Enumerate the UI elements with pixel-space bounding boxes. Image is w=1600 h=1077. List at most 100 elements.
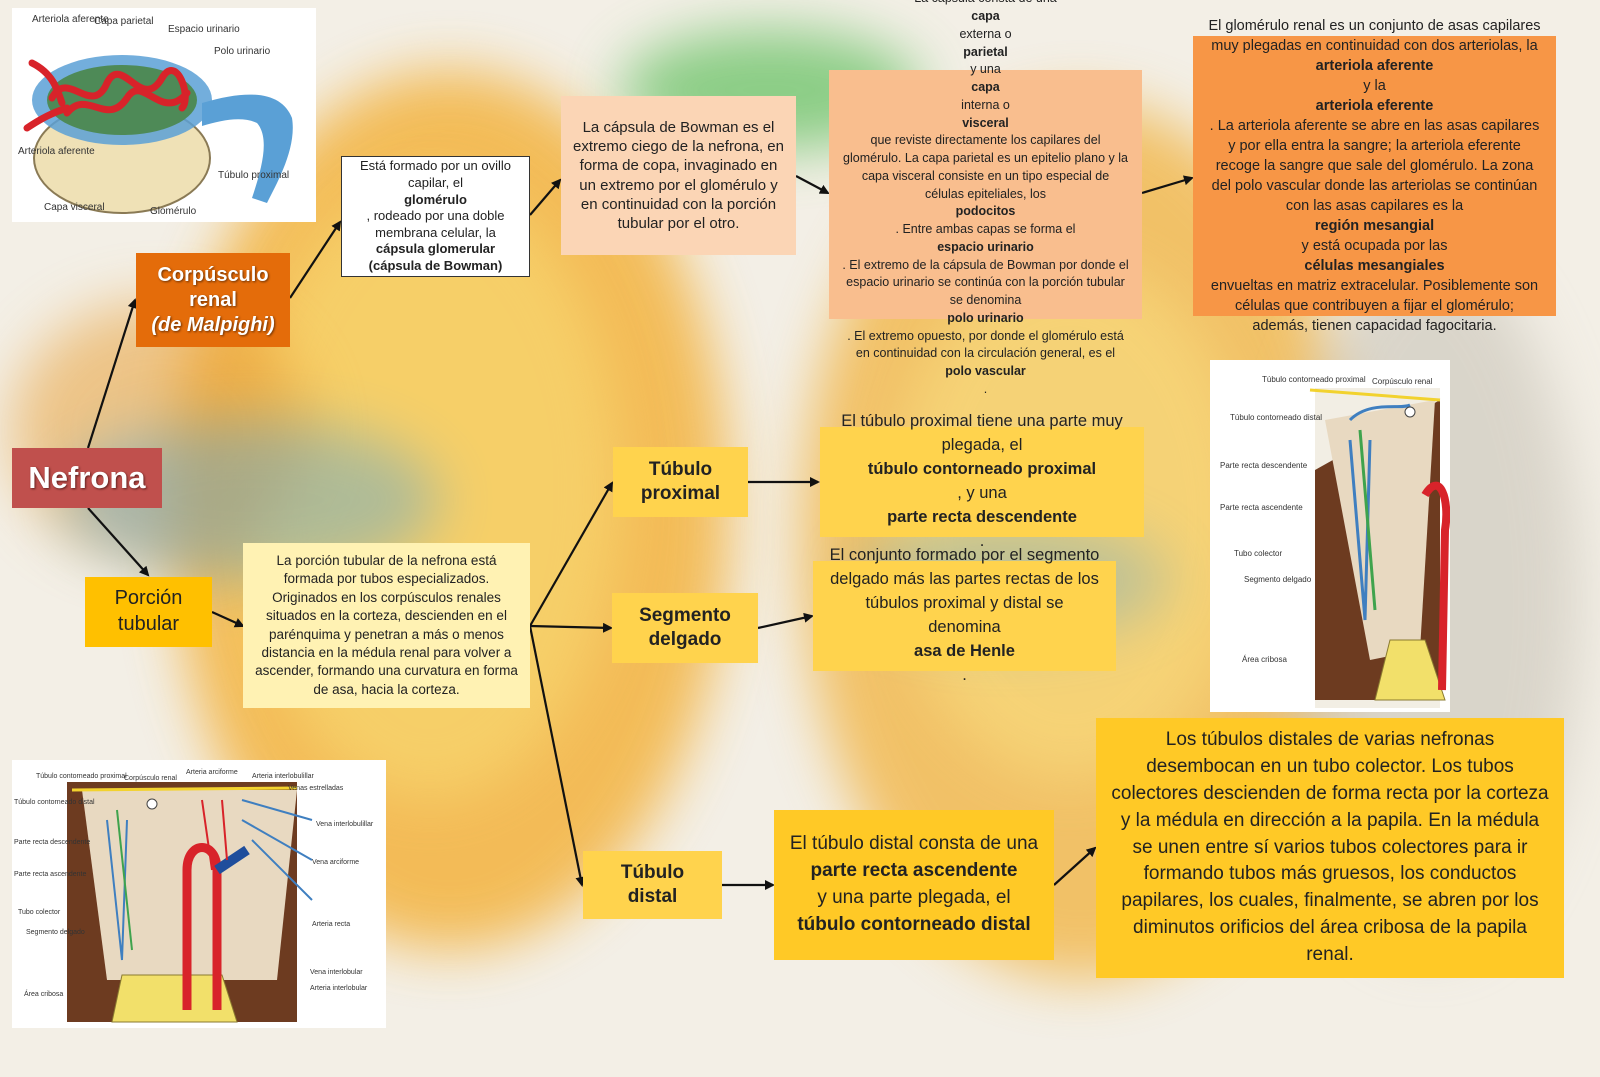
fig1-label-arteriola-aferente-top: Arteriola aferente (32, 14, 109, 25)
proximal-desc-p1: El túbulo proximal tiene una parte muy p… (841, 412, 1123, 455)
porcion-line2: tubular (117, 613, 180, 635)
tubulo-proximal-node: Túbulo proximal (613, 447, 748, 517)
segmento-delgado-node: Segmento delgado (612, 593, 758, 663)
glomerulo-p2: y la (1363, 78, 1386, 94)
distal-desc-box: El túbulo distal consta de una parte rec… (774, 810, 1054, 960)
fig3-label-art-arc: Arteria arciforme (186, 769, 238, 776)
formado-text-box: Está formado por un ovillo capilar, el g… (341, 156, 530, 277)
proximal-desc-box: El túbulo proximal tiene una parte muy p… (820, 412, 1144, 550)
glomerulo-text-box: El glomérulo renal es un conjunto de asa… (1193, 18, 1556, 334)
fig3-label-ven-interlob: Vena interlobular (310, 969, 363, 976)
capas-p7: . El extremo de la cápsula de Bowman por… (842, 257, 1129, 308)
glomerulo-p4: y está ocupada por las (1301, 238, 1448, 254)
capas-text-box: La cápsula consta de una capa externa o … (829, 0, 1142, 396)
fig3-label-art-int: Arteria interlobulillar (252, 773, 315, 780)
fig2-label-prd: Parte recta descendente (1220, 461, 1308, 470)
nefrona-label: Nefrona (28, 460, 146, 496)
porcion-desc-box: La porción tubular de la nefrona está fo… (243, 543, 530, 708)
capas-p4: interna o (961, 97, 1010, 112)
corpusculo-figure: Arteriola aferente Capa parietal Espacio… (12, 8, 316, 222)
capas-p9: . (983, 381, 988, 396)
porcion-desc-text: La porción tubular de la nefrona está fo… (255, 553, 518, 697)
capas-b1: capa (971, 9, 1000, 24)
porcion-tubular-node: Porción tubular (85, 577, 212, 647)
tubulo-distal-line2: distal (627, 886, 678, 907)
corpusculo-line3: (de Malpighi) (151, 313, 275, 336)
corpusculo-line2: renal (189, 288, 237, 311)
fig3-label-sd: Segmento delgado (26, 929, 85, 936)
arrow-distal-colector (1053, 846, 1097, 886)
capas-b7: polo urinario (947, 310, 1024, 325)
arrow-bowman-capas (795, 175, 830, 194)
fig3-label-ven-est: Venas estrelladas (288, 785, 344, 792)
tubulo-distal-node: Túbulo distal (583, 851, 722, 919)
proximal-desc-p3: . (979, 531, 985, 550)
colector-desc-box: Los túbulos distales de varias nefronas … (1096, 718, 1564, 978)
capas-p2: externa o (959, 26, 1012, 41)
fig2-label-sd: Segmento delgado (1244, 575, 1312, 584)
porcion-line1: Porción (114, 587, 183, 610)
tubulo-proximal-line1: Túbulo (648, 458, 713, 480)
glomerulo-p1: El glomérulo renal es un conjunto de asa… (1208, 18, 1541, 54)
fig3-label-tcd: Túbulo contorneado distal (14, 799, 95, 806)
glomerulo-b3: región mesangial (1314, 218, 1435, 234)
distal-desc-p2: y una parte plegada, el (817, 887, 1011, 908)
fig2-label-corp: Corpúsculo renal (1372, 377, 1433, 386)
formado-b1: glomérulo (404, 191, 467, 207)
fig1-label-capa-parietal: Capa parietal (94, 16, 153, 27)
capas-b5: podocitos (955, 204, 1016, 219)
formado-b2: cápsula glomerular (cápsula de Bowman) (368, 241, 503, 274)
capas-p5: que reviste directamente los capilares d… (843, 133, 1128, 201)
arrow-corpusculo-formado (289, 220, 342, 299)
fig3-label-pra: Parte recta ascendente (14, 871, 86, 878)
segmento-delgado-line2: delgado (648, 629, 722, 650)
fig2-label-tcp: Túbulo contorneado proximal (1262, 375, 1366, 384)
arrow-capas-glomerulo (1141, 175, 1194, 195)
arrow-nefrona-corpusculo (86, 298, 138, 449)
fig1-label-espacio-urinario: Espacio urinario (168, 24, 240, 35)
proximal-desc-b2: parte recta descendente (887, 507, 1077, 526)
glomerulo-p5: envueltas en matriz extracelular. Posibl… (1210, 278, 1539, 334)
fig3-label-ven-arc: Vena arciforme (312, 859, 359, 866)
fig3-label-ven-int: Vena interlobulillar (316, 821, 374, 828)
nefrona-node: Nefrona (12, 448, 162, 508)
fig3-label-tc: Tubo colector (18, 909, 61, 916)
colector-text: Los túbulos distales de varias nefronas … (1111, 728, 1549, 966)
corpusculo-line1: Corpúsculo (157, 263, 269, 286)
fig2-label-tcd: Túbulo contorneado distal (1230, 413, 1322, 422)
capas-b2: parietal (963, 44, 1008, 59)
tubulo-distal-line1: Túbulo (620, 861, 685, 883)
fig1-label-arteriola-aferente-left: Arteriola aferente (18, 146, 95, 157)
nefrona-right-figure: Túbulo contorneado proximal Corpúsculo r… (1210, 360, 1450, 712)
formado-p1: Está formado por un ovillo capilar, el (359, 158, 512, 190)
arrow-delgado-henle (757, 612, 814, 630)
fig3-label-art-interlob: Arteria interlobular (310, 985, 368, 992)
corpusculo-renal-node: Corpúsculo renal (de Malpighi) (136, 253, 290, 347)
arrow-nefrona-porcion (87, 507, 150, 577)
bowman-text: La cápsula de Bowman es el extremo ciego… (573, 118, 784, 232)
capas-p1: La cápsula consta de una (841, 0, 1130, 8)
fig2-label-ac: Área cribosa (1242, 655, 1287, 664)
fig2-label-pra: Parte recta ascendente (1220, 503, 1303, 512)
fig1-label-tubulo-proximal: Túbulo proximal (218, 170, 289, 181)
distal-desc-b1: parte recta ascendente (810, 860, 1018, 882)
fig2-label-tc: Tubo colector (1234, 549, 1283, 558)
capas-p3: y una (970, 62, 1001, 77)
arrow-desc-distal (528, 625, 586, 887)
arrow-desc-delgado (529, 622, 613, 633)
capas-b4: visceral (962, 115, 1009, 130)
glomerulo-b2: arteriola eferente (1315, 98, 1434, 114)
formado-p2: , rodeado por una doble membrana celular… (366, 208, 505, 240)
fig1-label-polo-urinario: Polo urinario (214, 46, 271, 57)
capas-b3: capa (971, 80, 1000, 95)
henle-p1: El conjunto formado por el segmento delg… (829, 546, 1100, 636)
arrow-porcion-desc (211, 610, 245, 628)
proximal-desc-b1: túbulo contorneado proximal (867, 460, 1097, 479)
henle-b1: asa de Henle (914, 641, 1015, 660)
glomerulo-b1: arteriola aferente (1315, 58, 1434, 74)
capas-p6: . Entre ambas capas se forma el (895, 222, 1076, 237)
bowman-text-box: La cápsula de Bowman es el extremo ciego… (561, 96, 796, 255)
fig3-label-art-rec: Arteria recta (312, 921, 350, 928)
distal-desc-b2: túbulo contorneado distal (797, 913, 1031, 935)
fig3-label-prd: Parte recta descendente (14, 839, 90, 846)
